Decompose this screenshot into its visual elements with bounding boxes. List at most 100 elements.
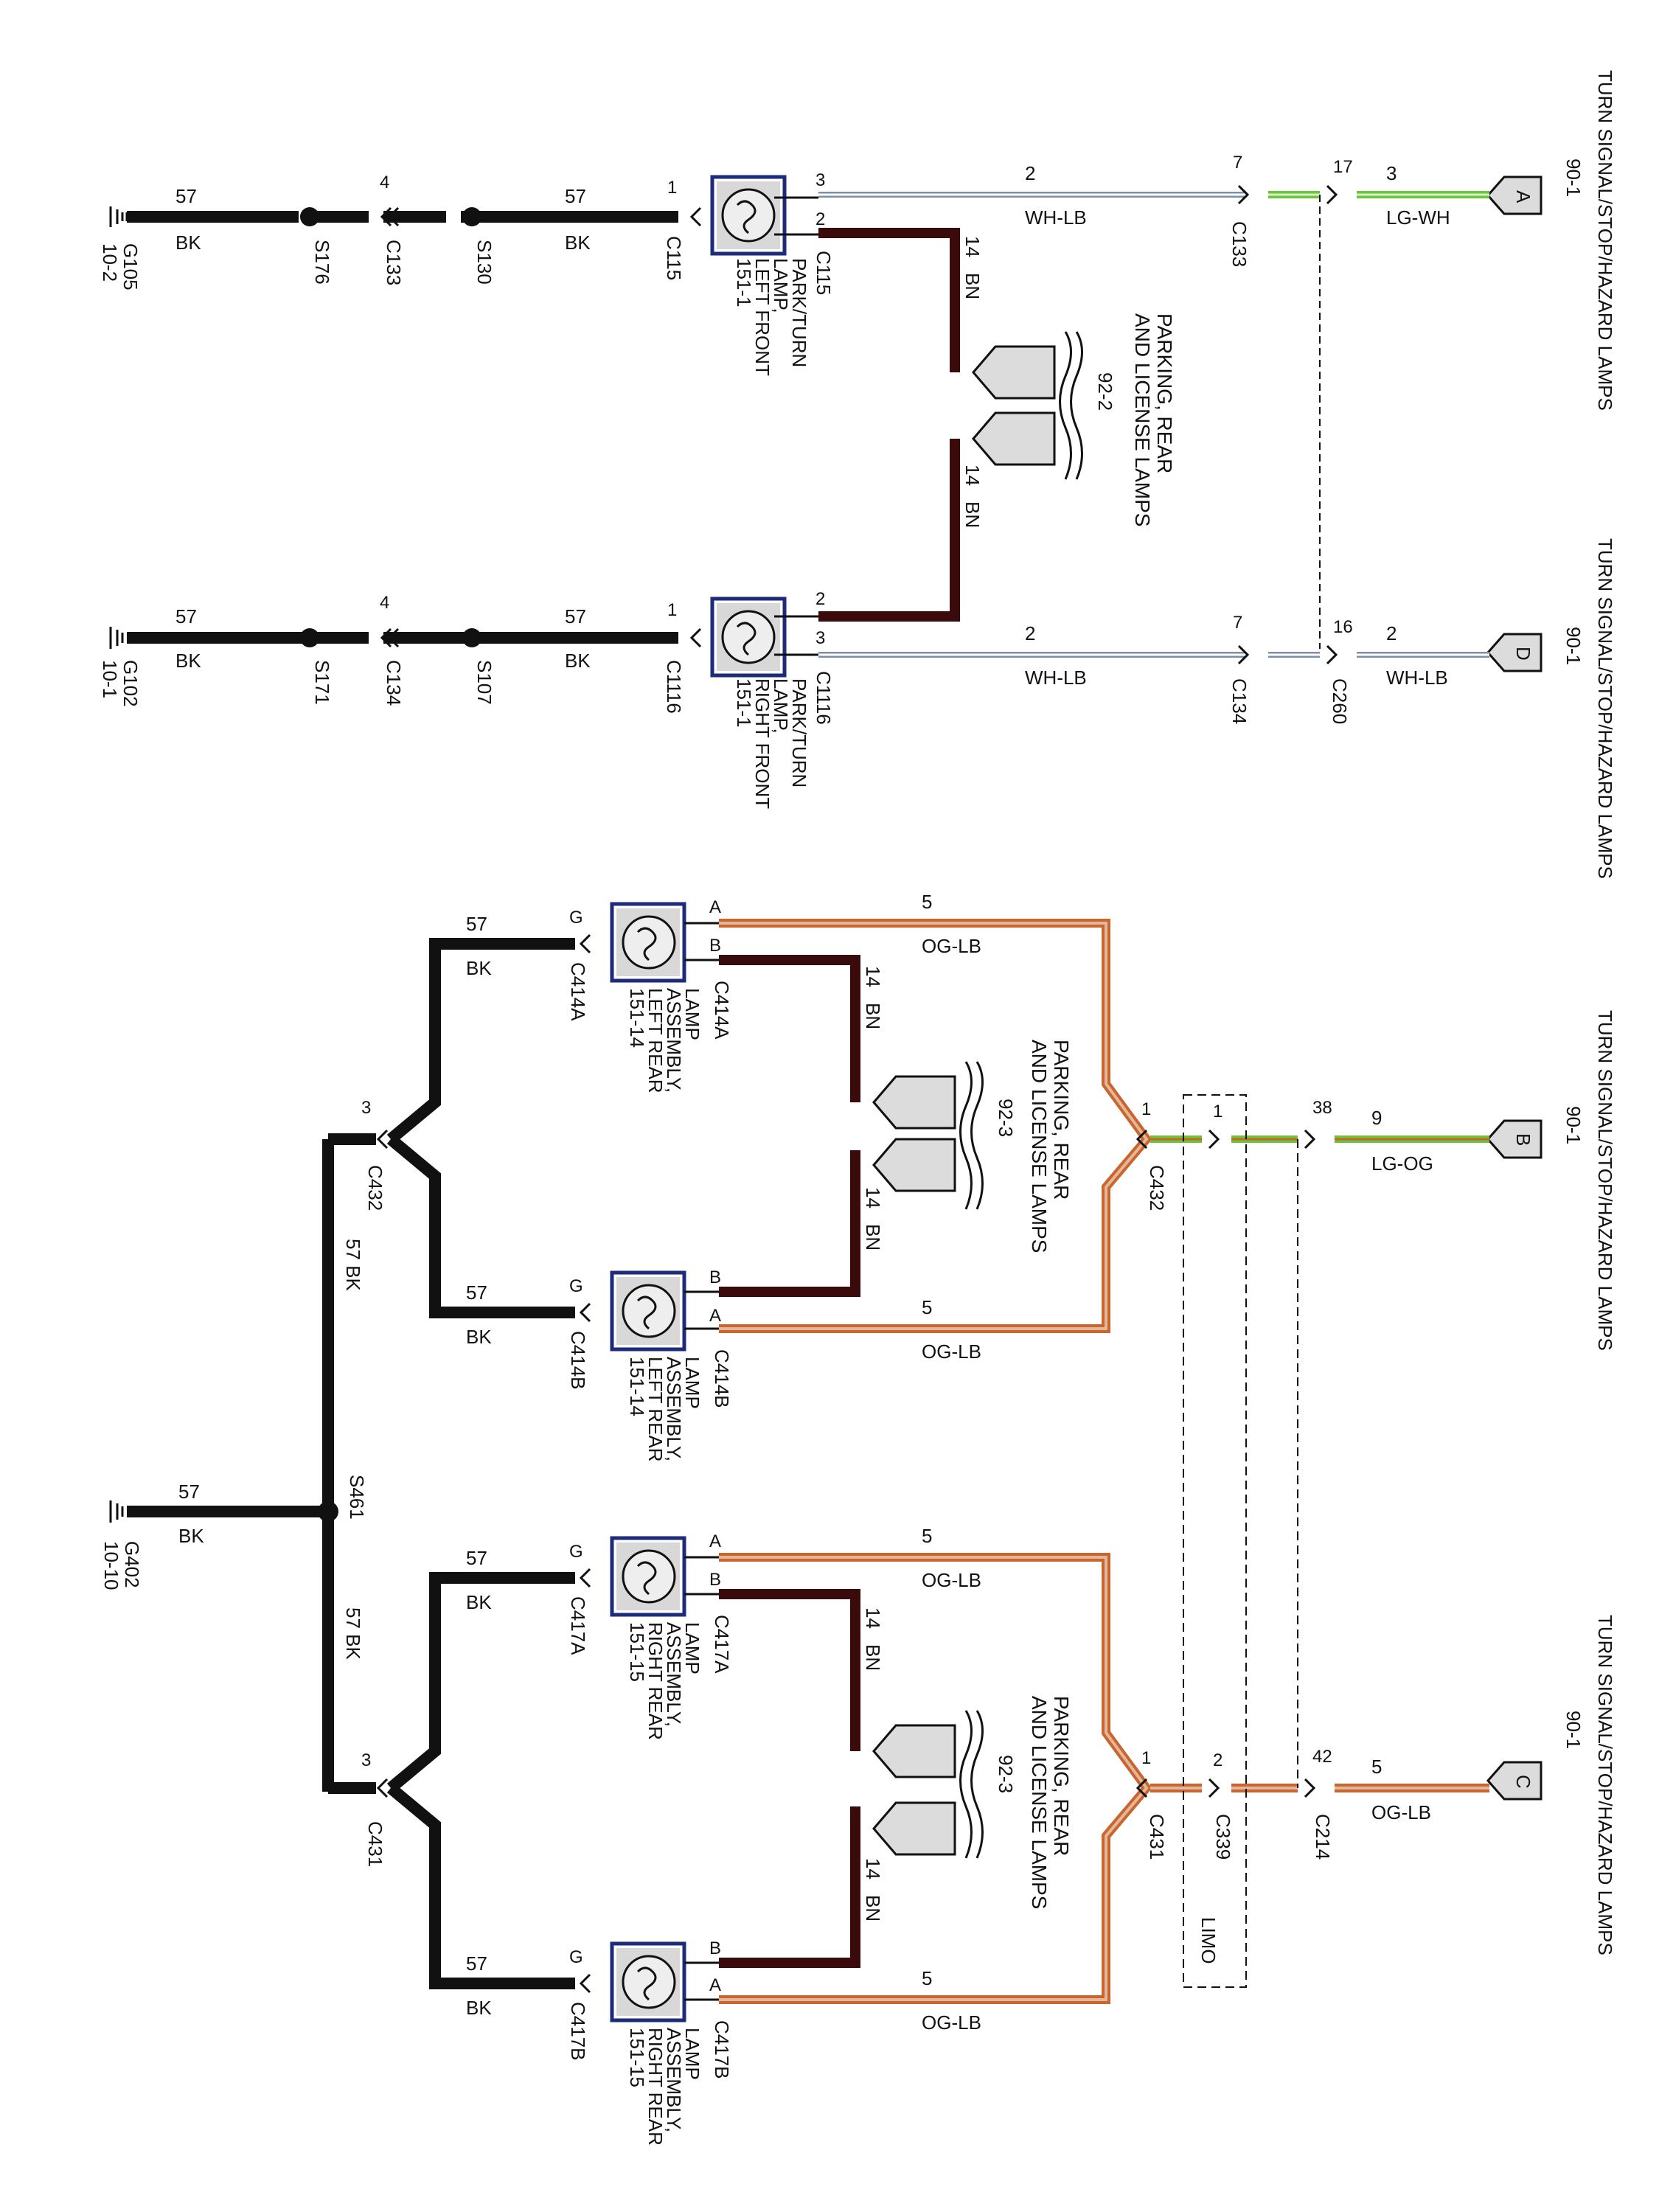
rl-bn-circuit-a: 14 bbox=[862, 966, 884, 987]
rf-out-circuit: 2 bbox=[1386, 622, 1397, 644]
ground-g105: G105 bbox=[119, 243, 142, 291]
lamp-rr-a-ref: 151-15 bbox=[626, 1622, 648, 1682]
c417b-pin-a: A bbox=[709, 1975, 721, 1995]
connector-b-letter: B bbox=[1512, 1133, 1534, 1146]
limo-box bbox=[1183, 1094, 1247, 1988]
rl-pin-g-b: G bbox=[569, 1276, 583, 1296]
label-connector-a: TURN SIGNAL/STOP/HAZARD LAMPS bbox=[1594, 70, 1616, 411]
label-connector-d: TURN SIGNAL/STOP/HAZARD LAMPS bbox=[1594, 538, 1616, 879]
park-rear2-ref: 92-3 bbox=[995, 1755, 1017, 1793]
lamp-lf-name3: LEFT FRONT bbox=[751, 258, 773, 376]
lf-bn-circuit: 14 bbox=[961, 236, 984, 257]
rf-wire-circuit: 2 bbox=[1025, 622, 1035, 644]
fr-color-a: BK bbox=[175, 650, 201, 672]
rl-color-b: BK bbox=[466, 1326, 492, 1348]
lamp-lr-a-name3: LEFT REAR bbox=[644, 988, 667, 1093]
rl-bn-circuit-b: 14 bbox=[862, 1187, 884, 1208]
c133-label: C133 bbox=[383, 240, 405, 285]
park-rear1-l2: AND LICENSE LAMPS bbox=[1028, 1040, 1051, 1253]
rear-ground-color: BK bbox=[178, 1525, 204, 1547]
rf-c134-pin: 7 bbox=[1233, 613, 1242, 633]
rf-bn-color: BN bbox=[961, 501, 984, 528]
ref-connector-d: 90-1 bbox=[1562, 627, 1585, 665]
rl-circuit-b: 57 bbox=[466, 1281, 487, 1304]
lamp-lr-b-ref: 151-14 bbox=[626, 1357, 648, 1416]
park-rear-reference-1: PARKING, REAR AND LICENSE LAMPS 92-3 bbox=[872, 1040, 1073, 1253]
ref-connector-a: 90-1 bbox=[1562, 159, 1585, 197]
splice-s130 bbox=[462, 207, 481, 226]
splice-s171 bbox=[300, 628, 319, 647]
lf-c-out-pin: 17 bbox=[1333, 157, 1353, 177]
fr-circuit-a: 57 bbox=[175, 605, 197, 627]
splice-s107-label: S107 bbox=[473, 660, 495, 705]
rr-out-color: OG-LB bbox=[1371, 1801, 1431, 1823]
c417a-pin-a: A bbox=[709, 1531, 721, 1551]
connector-pentagons: A D B C bbox=[1486, 175, 1543, 1801]
splice-s171-label: S171 bbox=[311, 660, 333, 705]
c1116-label-a: C1116 bbox=[663, 660, 685, 714]
lamp-rf-ref: 151-1 bbox=[733, 678, 755, 728]
lamp-lr-b-name3: LEFT REAR bbox=[644, 1357, 667, 1462]
ground-g402-icon bbox=[109, 1500, 124, 1523]
lamp-left-rear-a-icon bbox=[610, 902, 719, 983]
rl-vertical-bk: 57 BK bbox=[342, 1239, 364, 1291]
label-connector-c: TURN SIGNAL/STOP/HAZARD LAMPS bbox=[1594, 1615, 1616, 1955]
c417b-label-g: C417B bbox=[567, 2002, 589, 2061]
c115-pin3: 3 bbox=[815, 170, 825, 190]
lamp-rf-name1: PARK/TURN bbox=[788, 678, 810, 787]
rl-color-a: BK bbox=[466, 957, 492, 979]
front-left-color-bk-a: BK bbox=[175, 232, 201, 254]
rear-ground-circuit-label: 57 bbox=[178, 1481, 200, 1503]
c414b-label: C414B bbox=[711, 1349, 733, 1408]
lamp-left-rear-b-icon bbox=[610, 1270, 719, 1352]
connector-c-letter: C bbox=[1512, 1775, 1534, 1789]
rr-bn-circuit-b: 14 bbox=[862, 1858, 884, 1879]
c417a-label: C417A bbox=[711, 1615, 733, 1674]
front-left-circuit-57b: 57 bbox=[565, 185, 586, 207]
rr-pin-g-b: G bbox=[569, 1947, 583, 1967]
splice-s461 bbox=[318, 1501, 338, 1522]
c1116-pin1: 1 bbox=[667, 600, 677, 620]
rr-pin-g-a: G bbox=[569, 1542, 583, 1562]
ground-g402-ref: 10-10 bbox=[100, 1541, 122, 1590]
rear-ground-circuit: S461 57 BK G402 10-10 bbox=[100, 1475, 368, 1792]
lamp-lr-a-name1: LAMP bbox=[681, 988, 703, 1040]
rl-pin-g-a: G bbox=[569, 908, 583, 928]
c133-pin-label: 4 bbox=[380, 173, 389, 192]
lamp-rr-b-name2: ASSEMBLY, bbox=[663, 2028, 685, 2132]
rr-bn-color-a: BN bbox=[862, 1644, 884, 1671]
rf-out-color: WH-LB bbox=[1386, 667, 1448, 689]
rr-out-circuit: 5 bbox=[1371, 1756, 1382, 1778]
rl-out-circuit: 9 bbox=[1371, 1107, 1382, 1129]
c260-pin: 16 bbox=[1333, 617, 1353, 637]
c432-label: C432 bbox=[1146, 1165, 1168, 1211]
connector-a: A bbox=[1486, 175, 1543, 215]
lamp-lr-a-ref: 151-14 bbox=[626, 988, 648, 1048]
park-front-l1: PARKING, REAR bbox=[1153, 313, 1176, 473]
rl-splice-pin: 1 bbox=[1213, 1102, 1222, 1121]
c414a-pin-a: A bbox=[709, 897, 721, 917]
front-left-circuit-57a: 57 bbox=[175, 185, 197, 207]
rr-circuit-b: 57 bbox=[466, 1952, 487, 1975]
connector-d-letter: D bbox=[1512, 647, 1534, 661]
rear-left-circuit: 3 C432 57 BK 57 BK 57 BK G C414A G C414B… bbox=[322, 891, 1489, 1512]
connector-a-letter: A bbox=[1512, 190, 1534, 204]
rr-og-color-b: OG-LB bbox=[922, 2011, 981, 2034]
lamp-right-front-icon bbox=[710, 597, 818, 678]
c134-pin-label: 4 bbox=[380, 593, 389, 613]
lamp-rr-b-name1: LAMP bbox=[681, 2028, 703, 2080]
ground-g102-icon bbox=[109, 627, 124, 649]
splice-s107 bbox=[462, 628, 481, 647]
ref-connector-b: 90-1 bbox=[1562, 1106, 1585, 1144]
lamp-rf-name2: LAMP, bbox=[770, 678, 792, 734]
lf-out-circuit: 3 bbox=[1386, 162, 1397, 184]
lamp-right-rear-a-icon bbox=[610, 1536, 719, 1617]
c417a-label-g: C417A bbox=[567, 1596, 589, 1655]
rr-color-a: BK bbox=[466, 1591, 492, 1613]
rf-c134-label: C134 bbox=[1228, 678, 1251, 724]
lamp-rf-name3: RIGHT FRONT bbox=[751, 678, 773, 809]
c214-label: C214 bbox=[1312, 1814, 1334, 1860]
front-left-color-bk-b: BK bbox=[565, 232, 591, 254]
park-front-l2: AND LICENSE LAMPS bbox=[1131, 313, 1154, 526]
